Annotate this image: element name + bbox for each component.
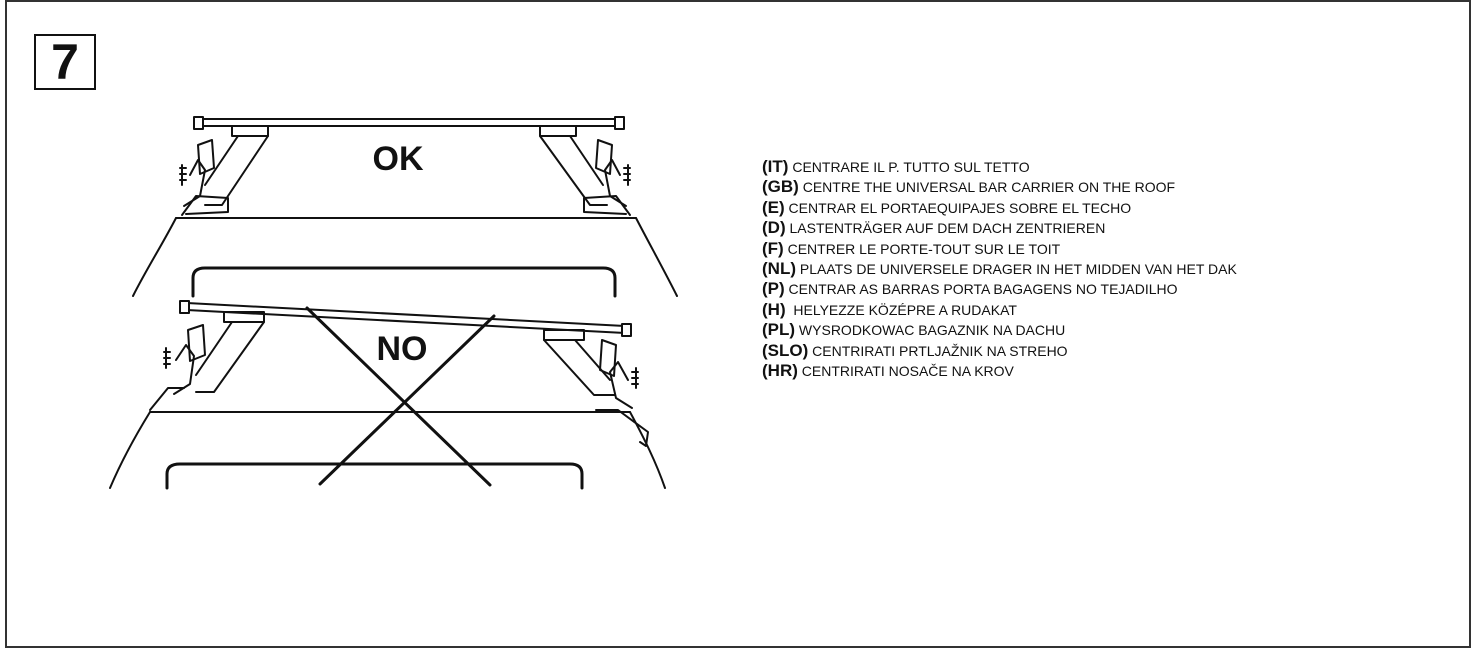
instruction-text: CENTRARE IL P. TUTTO SUL TETTO [788,159,1030,175]
ok-roof-diagram: OK [132,116,678,298]
no-roof-diagram: NO [109,300,666,490]
language-code: (D) [762,218,786,238]
instruction-h: (H) HELYEZZE KÖZÉPRE A RUDAKAT [762,300,1452,320]
language-code: (HR) [762,361,798,381]
no-label: NO [377,330,428,368]
instruction-slo: (SLO) CENTRIRATI PRTLJAŽNIK NA STREHO [762,341,1452,361]
language-code: (PL) [762,320,796,340]
instruction-p: (P) CENTRAR AS BARRAS PORTA BAGAGENS NO … [762,279,1452,299]
instruction-text: CENTRER LE PORTE-TOUT SUR LE TOIT [783,240,1061,257]
cross-mark [305,306,492,487]
instruction-text: HELYEZZE KÖZÉPRE A RUDAKAT [785,301,1017,318]
language-code: (P) [762,279,785,299]
language-code: (GB) [762,177,799,197]
language-code: (SLO) [762,340,809,360]
instruction-list: (IT) CENTRARE IL P. TUTTO SUL TETTO (GB)… [762,157,1452,381]
ok-label: OK [373,140,424,178]
ok-bar [200,118,618,127]
step-number: 7 [51,34,79,90]
instruction-text: WYSRODKOWAC BAGAZNIK NA DACHU [795,322,1066,339]
page-frame [5,0,1471,648]
instruction-e: (E) CENTRAR EL PORTAEQUIPAJES SOBRE EL T… [762,198,1452,218]
instruction-hr: (HR) CENTRIRATI NOSAČE NA KROV [762,361,1452,381]
instruction-nl: (NL) PLAATS DE UNIVERSELE DRAGER IN HET … [762,259,1452,279]
instruction-text: CENTRAR AS BARRAS PORTA BAGAGENS NO TEJA… [784,281,1178,298]
instruction-text: CENTRIRATI PRTLJAŽNIK NA STREHO [808,342,1068,359]
language-code: (E) [762,197,785,217]
language-code: (H) [762,299,786,319]
language-code: (IT) [762,157,789,176]
instruction-pl: (PL) WYSRODKOWAC BAGAZNIK NA DACHU [762,320,1452,340]
instruction-it: (IT) CENTRARE IL P. TUTTO SUL TETTO [762,157,1452,177]
no-bar [186,302,626,334]
instruction-text: LASTENTRÄGER AUF DEM DACH ZENTRIEREN [785,220,1106,237]
roof-bar-illustration: OK NO [109,116,678,490]
instruction-text: CENTRE THE UNIVERSAL BAR CARRIER ON THE … [798,179,1176,196]
instruction-text: PLAATS DE UNIVERSELE DRAGER IN HET MIDDE… [795,261,1237,278]
instruction-gb: (GB) CENTRE THE UNIVERSAL BAR CARRIER ON… [762,177,1452,197]
language-code: (F) [762,238,784,258]
instruction-f: (F) CENTRER LE PORTE-TOUT SUR LE TOIT [762,239,1452,259]
instruction-text: CENTRIRATI NOSAČE NA KROV [797,363,1014,380]
instruction-d: (D) LASTENTRÄGER AUF DEM DACH ZENTRIEREN [762,218,1452,238]
language-code: (NL) [762,259,796,279]
instruction-text: CENTRAR EL PORTAEQUIPAJES SOBRE EL TECHO [784,199,1132,216]
step-number-box: 7 [34,34,96,90]
